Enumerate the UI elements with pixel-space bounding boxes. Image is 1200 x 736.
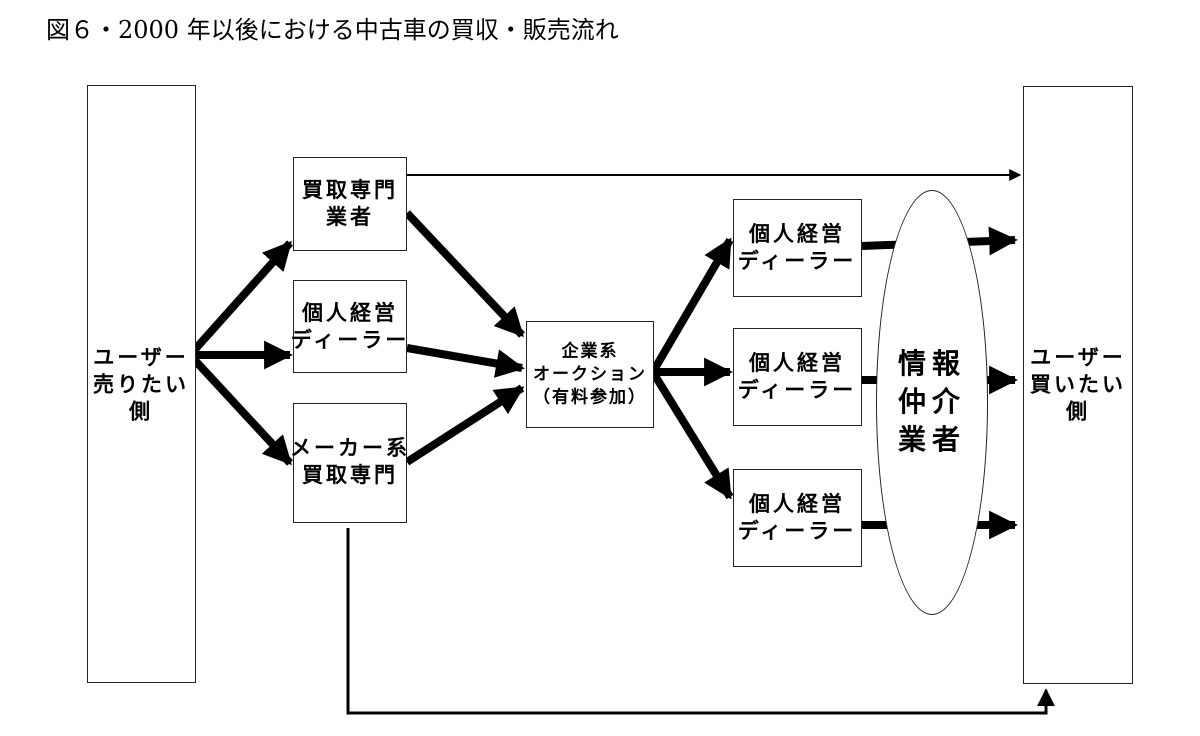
dealer-bottom-node	[733, 469, 862, 567]
arrow-auction-to-dealer-bottom	[650, 371, 734, 500]
dealer-left-label: 個人経営 ディーラー	[290, 301, 410, 352]
seller-node	[87, 85, 196, 683]
dealer-mid-label: 個人経営 ディーラー	[737, 351, 857, 402]
dealer-top-label: 個人経営 ディーラー	[737, 222, 857, 273]
maker-label: メーカー系 買取専門	[290, 436, 410, 487]
arrow-auction-to-dealer-top	[650, 237, 734, 373]
auction-node	[526, 321, 654, 428]
broker-node	[876, 190, 988, 615]
buyer-node	[1023, 86, 1133, 684]
arrow-seller-to-kaitori	[187, 240, 293, 358]
dealer-left-node	[293, 280, 407, 373]
buyer-label: ユーザー 買いたい 側	[1030, 345, 1126, 424]
dealer-bottom-label: 個人経営 ディーラー	[737, 492, 857, 543]
arrow-kaitori-to-auction	[404, 210, 525, 338]
arrow-dealer-to-auction	[406, 344, 525, 378]
dealer-mid-node	[733, 328, 862, 426]
dealer-top-node	[733, 199, 862, 297]
auction-label: 企業系 オークション （有料参加）	[533, 341, 647, 408]
kaitori-label: 買取専門 業者	[302, 178, 398, 229]
arrow-maker-to-buyer	[346, 528, 1055, 715]
seller-label: ユーザー 売りたい 側	[93, 345, 189, 424]
maker-node	[293, 403, 407, 523]
figure-title: 図６・2000 年以後における中古車の買収・販売流れ	[46, 16, 619, 44]
broker-label: 情報 仲介 業者	[897, 347, 967, 456]
arrow-seller-to-maker	[187, 352, 293, 466]
kaitori-node	[293, 157, 407, 251]
arrow-maker-to-auction	[404, 384, 525, 466]
